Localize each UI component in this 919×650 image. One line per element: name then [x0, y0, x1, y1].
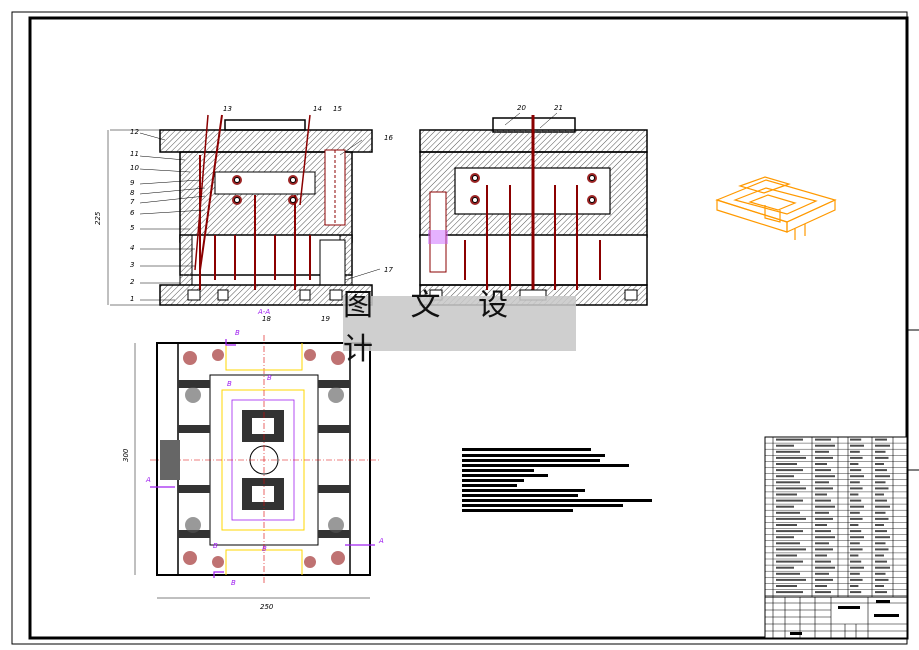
part-16: 16 — [384, 134, 393, 142]
part-15: 15 — [333, 105, 342, 113]
part-20: 20 — [517, 104, 526, 112]
section-label-aa: A-A — [257, 308, 270, 316]
section-mark-a1: A — [145, 476, 151, 484]
side-section-view: 20 21 — [419, 104, 648, 306]
part-5: 5 — [130, 224, 135, 232]
title-block — [764, 596, 908, 639]
part-18: 18 — [262, 315, 271, 323]
dim-width-plan: 250 — [260, 603, 274, 611]
part-17: 17 — [384, 266, 393, 274]
section-mark-b6: B — [231, 579, 236, 587]
section-mark-b2: B — [227, 380, 232, 388]
part-9: 9 — [130, 179, 135, 187]
plan-view: 250 300 B B B B B B A A — [122, 329, 384, 611]
part-6: 6 — [130, 209, 135, 217]
part-12: 12 — [130, 128, 139, 136]
section-mark-b5: B — [262, 545, 267, 553]
dim-height-front: 225 — [94, 211, 102, 225]
part-13: 13 — [223, 105, 232, 113]
dim-height-plan: 300 — [122, 448, 130, 462]
inner-border — [28, 16, 909, 640]
part-11: 11 — [130, 150, 139, 158]
front-section-view: 225 12 11 10 9 87 6 5 4 3 2 1 13 14 15 16 17 18 19… — [94, 105, 393, 323]
section-mark-b1: B — [235, 329, 240, 337]
part-8: 8 — [130, 189, 135, 197]
part-4: 4 — [130, 244, 134, 252]
watermark: 图 文 设 计 — [343, 288, 576, 367]
part-2: 2 — [130, 278, 135, 286]
part-7: 7 — [130, 198, 135, 206]
isometric-part — [715, 176, 837, 240]
section-mark-b4: B — [213, 542, 218, 550]
section-mark-b3: B — [267, 374, 272, 382]
part-3: 3 — [130, 261, 134, 269]
technical-notes — [462, 448, 652, 512]
parts-list — [764, 436, 908, 598]
part-10: 10 — [130, 164, 139, 172]
part-14: 14 — [313, 105, 322, 113]
section-mark-a2: A — [378, 537, 384, 545]
part-21: 21 — [554, 104, 563, 112]
part-1: 1 — [130, 295, 134, 303]
part-19: 19 — [321, 315, 330, 323]
